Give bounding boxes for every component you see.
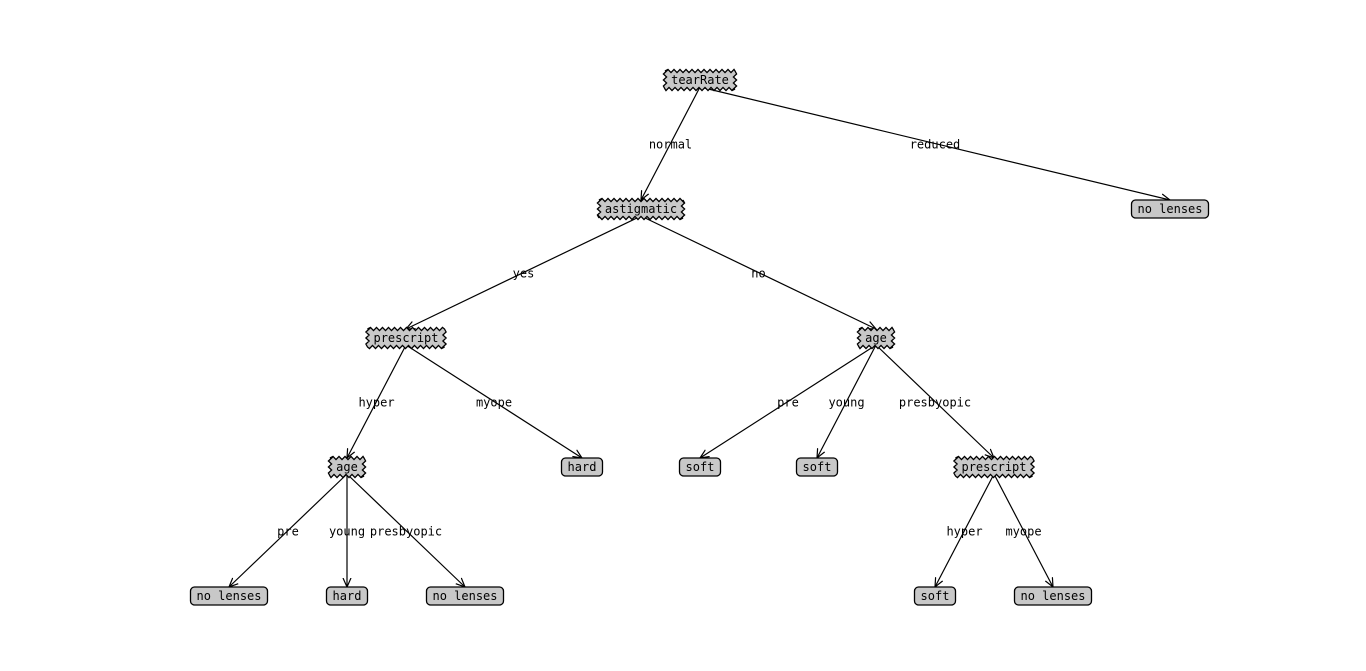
edge-label: hyper [358, 396, 394, 410]
edge-arrow [640, 215, 876, 329]
edge-label: no [751, 267, 765, 281]
decision-node: prescript [952, 455, 1036, 479]
decision-node-box [662, 68, 738, 92]
leaf-node-box [913, 586, 957, 606]
node-label: no lenses [432, 589, 497, 603]
edge-arrow [406, 215, 642, 329]
node-label: soft [921, 589, 950, 603]
leaf-node: soft [795, 457, 839, 477]
nodes-layer: tearRate astigmatic no lenses prescript age a… [189, 68, 1210, 606]
edge-arrow [700, 344, 877, 458]
decision-node: prescript [364, 326, 448, 350]
edge-label: young [828, 396, 864, 410]
node-label: prescript [373, 331, 438, 345]
decision-node-box [596, 197, 686, 221]
edge-arrow [935, 473, 995, 587]
decision-node: astigmatic [596, 197, 686, 221]
decision-node-box [952, 455, 1036, 479]
node-label: no lenses [196, 589, 261, 603]
leaf-node-box [1013, 586, 1093, 606]
edges-layer [229, 86, 1170, 587]
node-label: hard [333, 589, 362, 603]
leaf-node: no lenses [1130, 199, 1210, 219]
edge-arrow [993, 473, 1053, 587]
edge-label: yes [513, 267, 535, 281]
edge-arrow [817, 344, 877, 458]
leaf-node: no lenses [189, 586, 269, 606]
edge-label: presbyopic [899, 396, 971, 410]
node-label: age [865, 331, 887, 345]
node-label: prescript [961, 460, 1026, 474]
edge-label: young [329, 525, 365, 539]
node-label: astigmatic [605, 202, 677, 216]
edge-arrow [346, 473, 465, 587]
leaf-node-box [1130, 199, 1210, 219]
edge-label: pre [277, 525, 299, 539]
decision-node: age [327, 455, 367, 479]
leaf-node: hard [560, 457, 604, 477]
leaf-node-box [560, 457, 604, 477]
node-label: hard [568, 460, 597, 474]
edge-arrow [875, 344, 994, 458]
decision-node: tearRate [662, 68, 738, 92]
edge-arrow [347, 344, 407, 458]
decision-node-box [327, 455, 367, 479]
node-label: age [336, 460, 358, 474]
edge-label: presbyopic [370, 525, 442, 539]
edge-label: reduced [910, 138, 961, 152]
leaf-node: no lenses [425, 586, 505, 606]
leaf-node: soft [913, 586, 957, 606]
leaf-node-box [425, 586, 505, 606]
leaf-node: soft [678, 457, 722, 477]
node-label: soft [686, 460, 715, 474]
edge-label: myope [1005, 525, 1041, 539]
edge-arrow [229, 473, 348, 587]
leaf-node: no lenses [1013, 586, 1093, 606]
node-label: tearRate [671, 73, 729, 87]
decision-node-box [856, 326, 896, 350]
edge-arrow [405, 344, 582, 458]
edge-label: myope [476, 396, 512, 410]
edge-label: pre [777, 396, 799, 410]
edge-label: hyper [946, 525, 982, 539]
node-label: soft [803, 460, 832, 474]
edge-label: normal [649, 138, 692, 152]
leaf-node-box [189, 586, 269, 606]
node-label: no lenses [1020, 589, 1085, 603]
leaf-node-box [678, 457, 722, 477]
leaf-node-box [795, 457, 839, 477]
leaf-node: hard [325, 586, 369, 606]
leaf-node-box [325, 586, 369, 606]
decision-node-box [364, 326, 448, 350]
node-label: no lenses [1137, 202, 1202, 216]
edge-arrow [699, 86, 1170, 200]
decision-node: age [856, 326, 896, 350]
edge-arrow [641, 86, 701, 200]
